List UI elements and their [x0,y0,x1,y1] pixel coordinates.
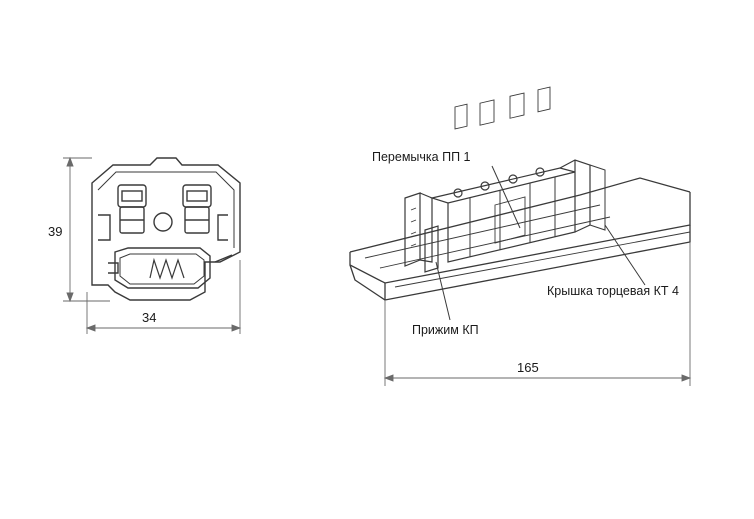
length-dimension-line [383,242,692,386]
jumper-callout-label: Перемычка ПП 1 [372,150,471,164]
width-dimension-line [85,260,242,334]
clamp-callout-label: Прижим КП [412,323,479,337]
width-dimension-label: 34 [142,310,157,325]
jumper-leader [491,165,521,229]
din-rail [349,177,691,301]
leader-lines [435,165,646,321]
height-dimension-line [63,156,110,303]
end-cover-leader [604,224,646,286]
height-dimension-label: 39 [48,224,63,239]
length-dimension-label: 165 [517,360,539,375]
end-cover-callout-label: Крышка торцевая КТ 4 [547,284,679,298]
terminal-blocks [404,86,606,273]
front-view-outline [91,157,241,301]
clamp-leader [435,261,451,321]
